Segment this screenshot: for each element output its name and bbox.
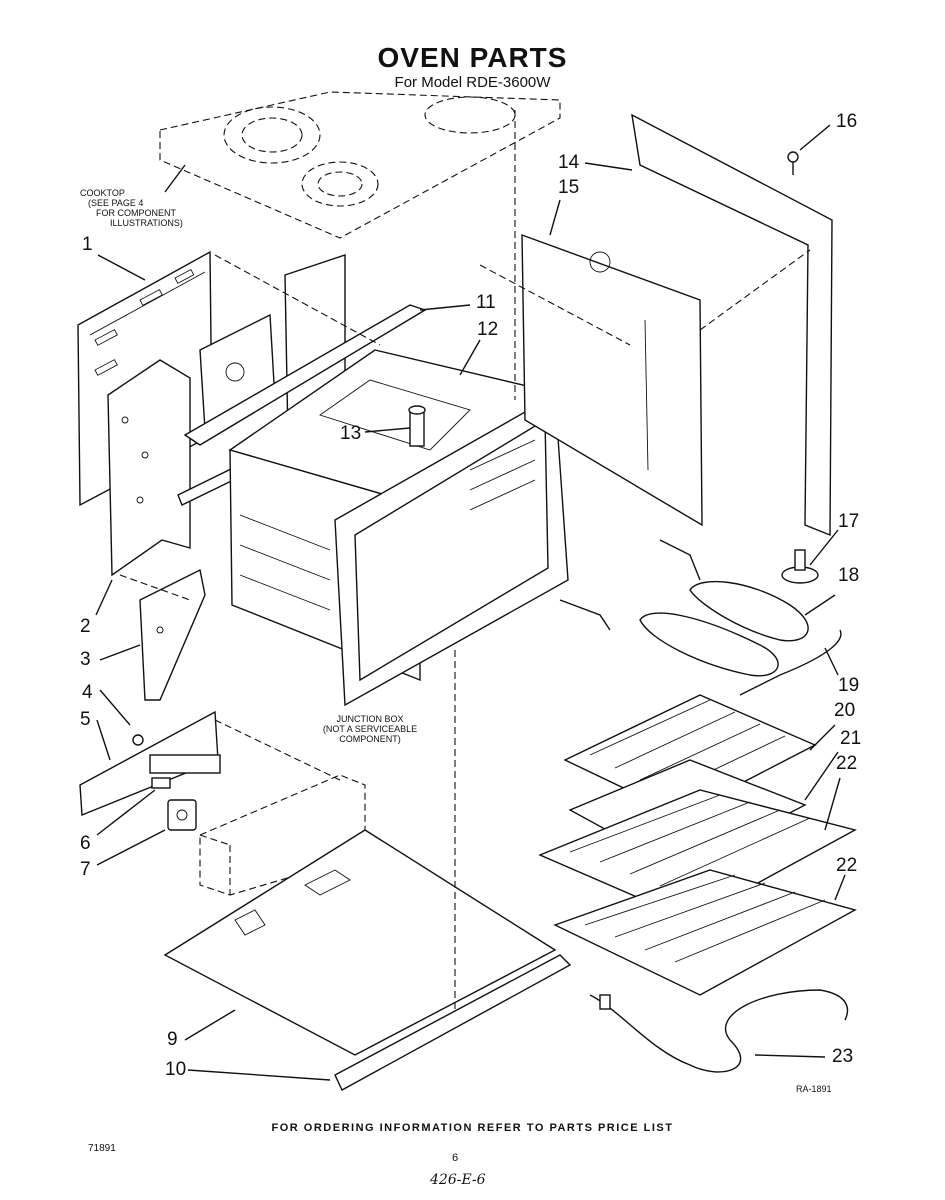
part-3-bracket [139,568,206,701]
part-label-21: 21 [840,728,862,749]
part-label-15: 15 [558,177,580,198]
part-9-bottom-panel [163,829,557,1056]
page-number: 6 [452,1152,459,1164]
part-label-16: 16 [836,111,858,132]
part-label-3: 3 [80,649,91,670]
part-label-23: 23 [832,1046,854,1067]
cooktop-outline [159,91,561,239]
part-16-screw [787,151,799,175]
junction-box-note-line: COMPONENT) [339,734,401,744]
part-19-broil-element [559,599,842,696]
part-6-clip [151,777,171,789]
part-18-bake-element [659,539,809,642]
part-label-14: 14 [558,152,580,173]
junction-box-note-line: (NOT A SERVICEABLE [322,724,418,734]
cooktop-note-line: COOKTOP [80,188,125,198]
part-13-element [408,405,426,447]
part-12-oven-cavity [228,349,569,707]
cooktop-note: COOKTOP (SEE PAGE 4 FOR COMPONENT ILLUST… [80,188,183,228]
page-title: OVEN PARTS [377,42,568,73]
ordering-information: FOR ORDERING INFORMATION REFER TO PARTS … [271,1122,674,1134]
part-23-wire-harness [589,989,849,1073]
part-22-oven-rack-lower [553,869,857,996]
part-4-screw [132,734,144,746]
leader-lines [95,124,846,1081]
part-7-indicator-light [167,799,197,831]
drawing-reference: RA-1891 [796,1084,832,1094]
part-label-20: 20 [834,700,856,721]
part-label-11: 11 [476,292,496,313]
cooktop-note-line: (SEE PAGE 4 [88,198,144,208]
junction-box [199,774,366,896]
part-15-panel [521,233,703,527]
junction-box-note: JUNCTION BOX (NOT A SERVICEABLE COMPONEN… [300,714,440,744]
part-label-5: 5 [80,709,91,730]
part-label-2: 2 [80,616,91,637]
part-label-18: 18 [838,565,860,586]
part-label-17: 17 [838,511,860,532]
handwritten-note: 426-E-6 [430,1172,486,1188]
part-2-bracket [107,359,191,577]
part-label-13: 13 [340,423,362,444]
part-label-6: 6 [80,833,91,854]
document-reference: 71891 [88,1143,116,1154]
part-10-kick-strip [334,954,572,1091]
part-17-sensor [781,549,819,584]
alignment-lines [119,110,811,1010]
part-label-12: 12 [477,319,499,340]
junction-box-note-line: JUNCTION BOX [336,714,404,724]
part-label-22a: 22 [836,753,858,774]
cooktop-note-line: ILLUSTRATIONS) [110,218,183,228]
page-subtitle: For Model RDE-3600W [394,74,551,91]
part-label-7: 7 [80,859,91,880]
part-label-1: 1 [82,234,93,255]
part-5-terminal-block [79,710,221,817]
part-label-9: 9 [167,1029,178,1050]
part-label-4: 4 [82,682,93,703]
part-label-19: 19 [838,675,860,696]
part-label-10: 10 [165,1059,187,1080]
part-label-22b: 22 [836,855,858,876]
part-14-back-panel [631,113,833,537]
cooktop-note-line: FOR COMPONENT [96,208,176,218]
